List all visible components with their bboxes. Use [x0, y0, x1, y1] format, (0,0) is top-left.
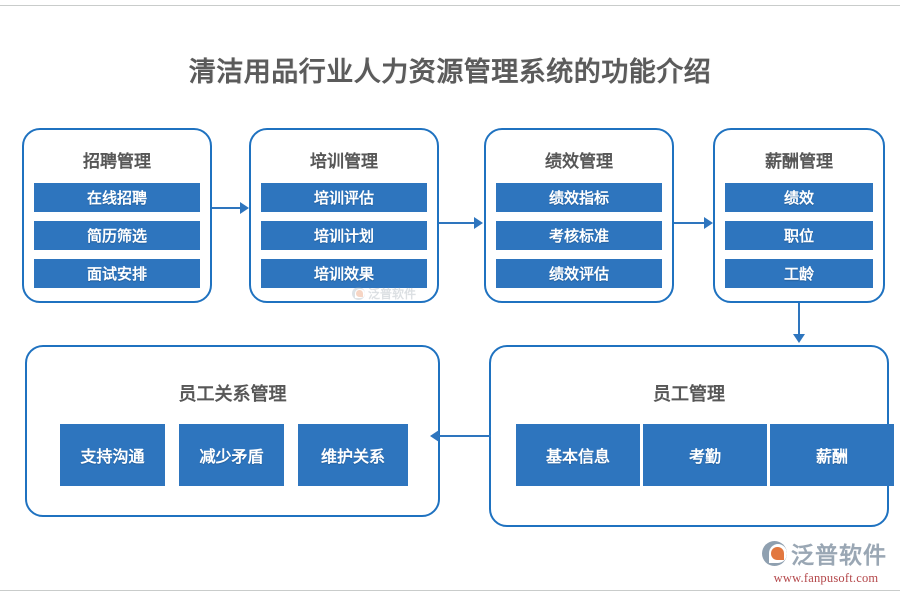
card-item-compensation-0[interactable]: 绩效: [725, 183, 873, 212]
brand-url: www.fanpusoft.com: [773, 571, 879, 585]
card-item-training-2[interactable]: 培训效果: [261, 259, 427, 288]
card-training[interactable]: 培训管理 培训评估 培训计划 培训效果: [249, 128, 439, 303]
card-item-recruitment-0[interactable]: 在线招聘: [34, 183, 200, 212]
card-item-training-0[interactable]: 培训评估: [261, 183, 427, 212]
card-item-performance-1[interactable]: 考核标准: [496, 221, 662, 250]
card-item-training-1[interactable]: 培训计划: [261, 221, 427, 250]
card-item-employee-relations-2[interactable]: 维护关系: [298, 424, 408, 486]
card-title-employee-management: 员工管理: [653, 384, 725, 404]
brand-logo-row: 泛普软件: [762, 536, 890, 570]
connector-line-recruitment-to-training: [212, 207, 242, 209]
card-title-performance: 绩效管理: [545, 152, 613, 171]
fanpu-swoosh-logo-icon: [762, 540, 787, 566]
card-item-recruitment-1[interactable]: 简历筛选: [34, 221, 200, 250]
connector-line-training-to-performance: [439, 222, 476, 224]
card-item-employee-relations-1[interactable]: 减少矛盾: [179, 424, 284, 486]
card-title-compensation: 薪酬管理: [765, 152, 833, 171]
card-title-training: 培训管理: [310, 152, 378, 171]
card-recruitment[interactable]: 招聘管理 在线招聘 简历筛选 面试安排: [22, 128, 212, 303]
top-divider-rule: [0, 5, 900, 6]
bottom-divider-rule: [0, 590, 900, 591]
connector-arrow-training-to-performance: [474, 217, 483, 229]
brand-name: 泛普软件: [791, 542, 887, 568]
card-performance[interactable]: 绩效管理 绩效指标 考核标准 绩效评估: [484, 128, 674, 303]
card-item-performance-2[interactable]: 绩效评估: [496, 259, 662, 288]
card-item-performance-0[interactable]: 绩效指标: [496, 183, 662, 212]
connector-arrow-performance-to-compensation: [704, 217, 713, 229]
card-item-recruitment-2[interactable]: 面试安排: [34, 259, 200, 288]
connector-line-employee-management-to-employee-relations: [437, 435, 491, 437]
card-item-employee-relations-0[interactable]: 支持沟通: [60, 424, 165, 486]
connector-line-performance-to-compensation: [674, 222, 706, 224]
card-employee-management[interactable]: 员工管理 基本信息 考勤 薪酬: [489, 345, 894, 527]
connector-arrow-compensation-to-employee-management: [793, 334, 805, 343]
page-title: 清洁用品行业人力资源管理系统的功能介绍: [188, 57, 712, 87]
card-item-employee-management-0[interactable]: 基本信息: [516, 424, 640, 486]
card-item-compensation-1[interactable]: 职位: [725, 221, 873, 250]
card-item-employee-management-2[interactable]: 薪酬: [770, 424, 894, 486]
card-compensation[interactable]: 薪酬管理 绩效 职位 工龄: [713, 128, 885, 303]
card-item-employee-management-1[interactable]: 考勤: [643, 424, 767, 486]
connector-arrow-employee-management-to-employee-relations: [430, 430, 439, 442]
connector-arrow-recruitment-to-training: [240, 202, 249, 214]
connector-line-compensation-to-employee-management: [798, 303, 800, 337]
card-item-compensation-2[interactable]: 工龄: [725, 259, 873, 288]
card-title-recruitment: 招聘管理: [83, 152, 151, 171]
brand-logo: 泛普软件 www.fanpusoft.com: [762, 536, 890, 586]
card-employee-relations[interactable]: 员工关系管理 支持沟通 减少矛盾 维护关系: [25, 345, 440, 517]
card-title-employee-relations: 员工关系管理: [178, 384, 287, 404]
